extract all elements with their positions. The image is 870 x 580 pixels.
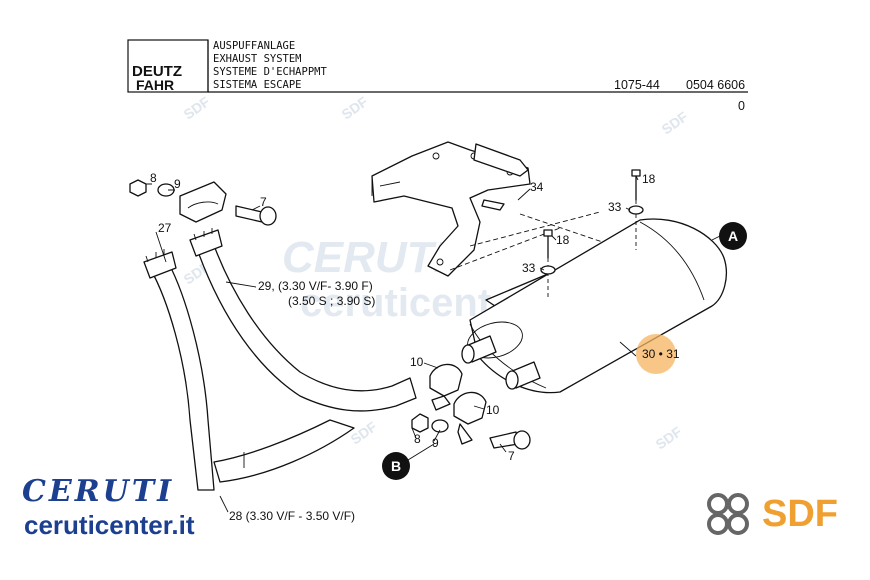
callout-33-right: 33 — [608, 200, 622, 214]
title-spanish: SISTEMA ESCAPE — [213, 79, 302, 91]
watermark-sdf-5: SDF — [348, 418, 380, 447]
title-french: SYSTEME D'ECHAPPMT — [213, 66, 327, 78]
callout-10-lower: 10 — [486, 403, 500, 417]
callout-33-mid: 33 — [522, 261, 536, 275]
sdf-logo-text: SDF — [762, 493, 838, 535]
watermark-ceruti: CERUTI — [282, 233, 447, 282]
fasteners-right — [540, 169, 644, 300]
callout-9-bottom: 9 — [432, 436, 439, 450]
callout-18-right: 18 — [642, 172, 656, 186]
marker-b-label: B — [391, 458, 401, 474]
callout-28: 28 (3.30 V/F - 3.50 V/F) — [229, 509, 355, 523]
callout-29-line2: (3.50 S ; 3.90 S) — [288, 294, 375, 308]
highlight-30-31 — [636, 334, 676, 374]
ceruti-logo: CERUTI — [22, 474, 175, 509]
title-german: AUSPUFFANLAGE — [213, 40, 295, 52]
logo-deutz: DEUTZ — [132, 63, 182, 80]
callout-8-top: 8 — [150, 171, 157, 185]
callout-18-mid: 18 — [556, 233, 570, 247]
tailpipe-28 — [213, 419, 355, 483]
callout-10-upper: 10 — [410, 355, 424, 369]
mounting-bracket — [371, 141, 531, 277]
marker-a: A — [719, 222, 747, 250]
callout-27: 27 — [158, 221, 172, 235]
marker-a-label: A — [728, 228, 738, 244]
callout-8-bottom: 8 — [414, 432, 421, 446]
callout-34: 34 — [530, 180, 544, 194]
tailpipe-29 — [189, 228, 417, 412]
callout-labels: 8 9 7 27 29, (3.30 V/F- 3.90 F) (3.50 S … — [150, 171, 680, 523]
bottom-fasteners — [411, 413, 531, 450]
marker-b: B — [382, 452, 410, 480]
callout-7-bottom: 7 — [508, 449, 515, 463]
part-number: 0504 6606 — [686, 78, 745, 92]
title-english: EXHAUST SYSTEM — [213, 53, 302, 65]
callout-7-top: 7 — [260, 195, 267, 209]
callout-30-31: 30 • 31 — [642, 347, 680, 361]
top-clamp-assembly — [129, 179, 277, 226]
callout-29-line1: 29, (3.30 V/F- 3.90 F) — [258, 279, 373, 293]
muffler — [461, 218, 727, 394]
watermark-sdf-1: SDF — [339, 93, 371, 122]
clamps — [429, 363, 487, 445]
watermark-sdf-4: SDF — [653, 423, 685, 452]
front-downpipe — [143, 249, 215, 491]
page-code: 1075-44 — [614, 78, 660, 92]
callout-9-top: 9 — [174, 177, 181, 191]
sdf-logo-icon — [707, 493, 749, 535]
watermark-sdf-2: SDF — [181, 93, 213, 122]
leader-lines — [146, 175, 721, 513]
revision: 0 — [738, 99, 745, 113]
header-block: DEUTZ FAHR AUSPUFFANLAGE EXHAUST SYSTEM … — [127, 39, 748, 113]
ceruti-url: ceruticenter.it — [24, 510, 195, 540]
watermark-sdf-3: SDF — [659, 108, 691, 137]
logo-fahr: FAHR — [136, 77, 174, 93]
